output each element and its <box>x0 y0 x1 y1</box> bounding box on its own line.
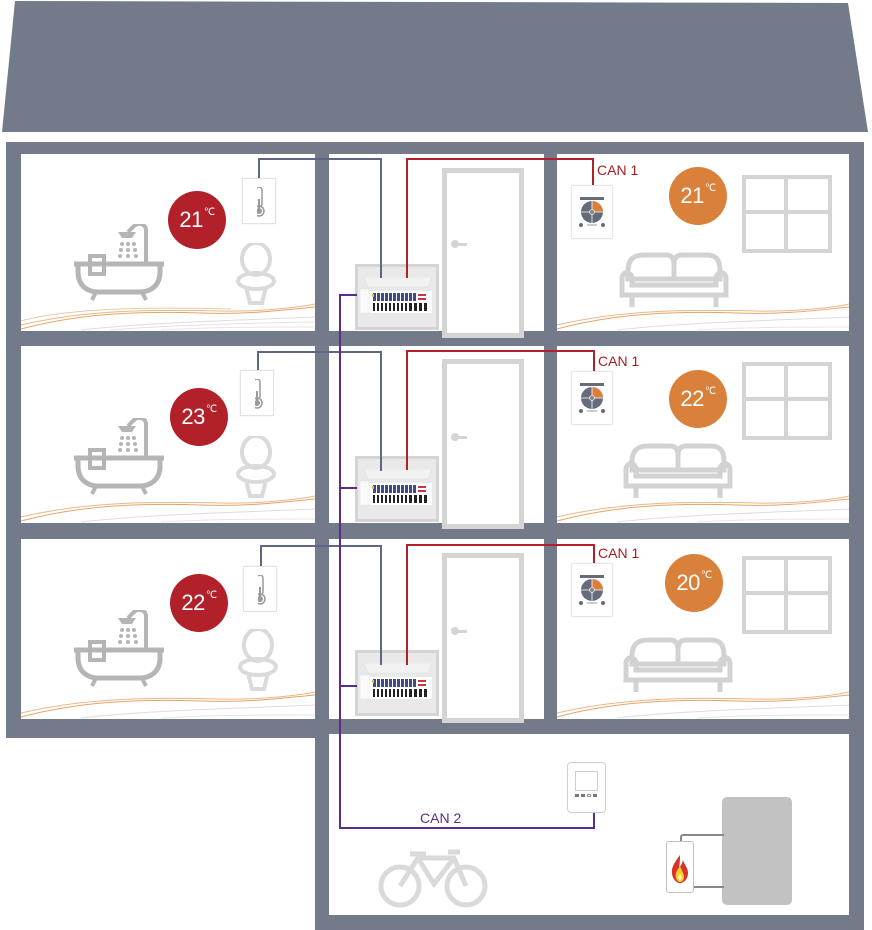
underfloor-heating-icon <box>21 495 315 523</box>
living-temperature-badge-floor-2: 22℃ <box>669 370 727 428</box>
touch-controller-icon <box>571 563 613 617</box>
living-temperature-badge-floor-3: 20℃ <box>665 554 723 612</box>
temperature-value: 22 <box>181 590 205 615</box>
temperature-unit: ℃ <box>700 569 712 581</box>
door-handle-icon <box>453 436 467 439</box>
sofa-icon <box>614 245 738 313</box>
temperature-unit: ℃ <box>205 589 217 601</box>
bicycle-icon <box>378 849 488 908</box>
underfloor-heating-icon <box>557 495 849 523</box>
can1-bus-label: CAN 1 <box>598 353 640 369</box>
central-controller-icon <box>567 762 606 813</box>
controller-display <box>575 771 598 791</box>
bathroom-temperature-badge-floor-1: 21℃ <box>168 191 226 249</box>
can1-wire <box>406 158 408 278</box>
temperature-value: 21 <box>680 183 704 208</box>
toilet-icon <box>236 436 276 498</box>
door-icon <box>442 553 524 723</box>
sensor-wire <box>258 158 260 178</box>
bathtub-shower-icon <box>70 610 170 690</box>
bathtub-shower-icon <box>70 418 170 498</box>
distribution-board-icon <box>355 264 439 330</box>
living-temperature-badge-floor-1: 21℃ <box>669 167 727 225</box>
temperature-value: 20 <box>676 570 700 595</box>
sofa-icon <box>618 436 742 504</box>
window-icon <box>742 175 832 253</box>
underfloor-heating-icon <box>21 691 315 719</box>
thermometer-sensor-icon <box>240 370 274 416</box>
touch-controller-icon <box>571 185 613 239</box>
bathroom-temperature-badge-floor-3: 22℃ <box>170 574 228 632</box>
temperature-unit: ℃ <box>203 206 215 218</box>
toilet-icon <box>238 629 278 691</box>
thermometer-sensor-icon <box>242 178 276 224</box>
distribution-board-icon <box>355 650 439 716</box>
door-icon <box>442 168 524 338</box>
underfloor-heating-icon <box>557 691 849 719</box>
window-icon <box>742 362 832 440</box>
temperature-unit: ℃ <box>704 182 716 194</box>
underfloor-heating-icon <box>557 303 849 331</box>
boiler-flame-icon <box>666 841 694 893</box>
can1-bus-label: CAN 1 <box>597 162 639 178</box>
can1-bus-label: CAN 1 <box>598 545 640 561</box>
touch-controller-icon <box>571 371 613 425</box>
underfloor-heating-icon <box>21 303 315 331</box>
bathtub-shower-icon <box>70 224 170 304</box>
can1-wire <box>406 350 408 470</box>
storage-tank-icon <box>722 797 792 905</box>
sensor-wire <box>260 545 262 566</box>
can2-wire <box>339 294 341 828</box>
bathroom-temperature-badge-floor-2: 23℃ <box>170 388 228 446</box>
sofa-icon <box>618 630 742 698</box>
temperature-unit: ℃ <box>205 403 217 415</box>
door-handle-icon <box>453 630 467 633</box>
temperature-value: 23 <box>181 404 205 429</box>
sensor-wire <box>257 351 259 370</box>
toilet-icon <box>236 243 276 305</box>
door-handle-icon <box>453 243 467 246</box>
temperature-value: 21 <box>179 207 203 232</box>
door-icon <box>442 359 524 529</box>
temperature-value: 22 <box>680 386 704 411</box>
can1-wire <box>406 544 408 665</box>
thermometer-sensor-icon <box>243 566 277 612</box>
roof <box>2 1 868 132</box>
distribution-board-icon <box>355 456 439 522</box>
can2-bus-label: CAN 2 <box>420 810 462 826</box>
window-icon <box>742 556 832 634</box>
temperature-unit: ℃ <box>704 385 716 397</box>
